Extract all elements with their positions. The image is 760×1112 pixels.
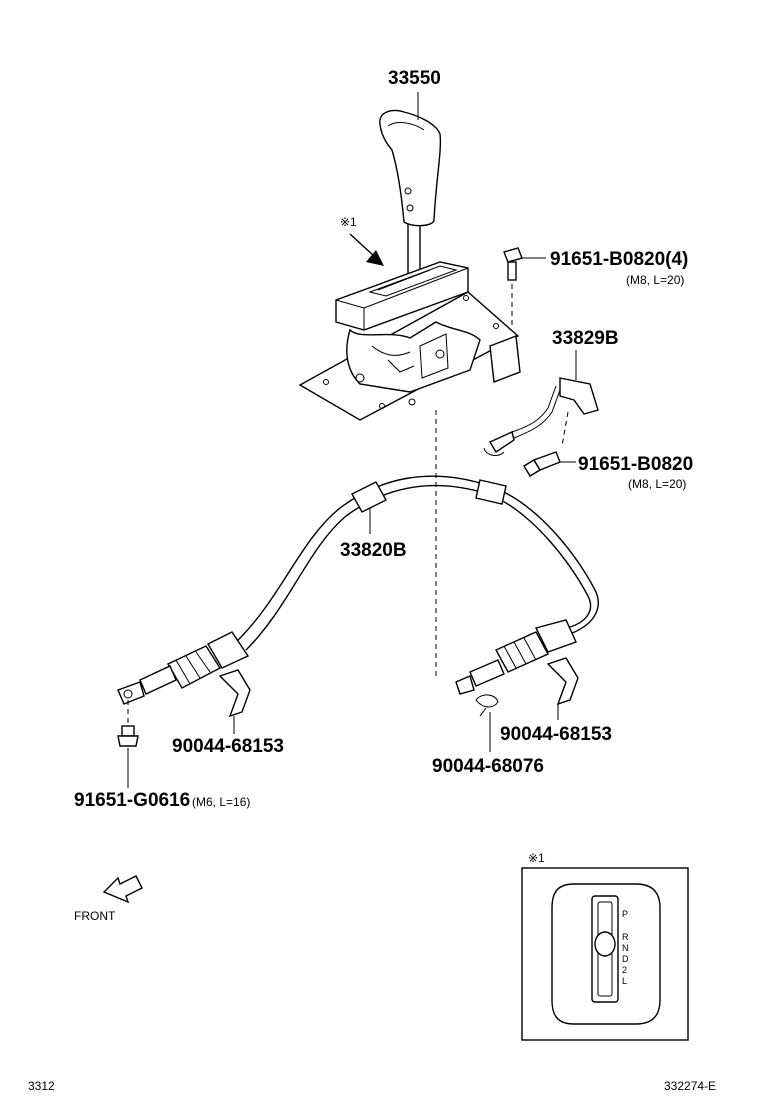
label-clip-small: 90044-68076 (432, 756, 544, 777)
label-cable: 33820B (340, 540, 407, 561)
clip-small (475, 694, 499, 752)
gate-letter-2: 2 (622, 965, 627, 975)
label-bracket: 33829B (552, 328, 619, 349)
inset-shift-gate: P R N D 2 L (521, 867, 689, 1041)
end-bolt (117, 700, 139, 788)
note-mark: ※1 (340, 215, 357, 229)
shift-lever-assembly (298, 261, 521, 421)
gate-letter-n: N (622, 943, 629, 953)
footer-left-code: 3312 (28, 1079, 55, 1093)
shift-lever-bolt (503, 247, 546, 326)
bracket (483, 350, 599, 456)
gate-letter-d: D (622, 954, 629, 964)
label-bracket-bolt-spec: (M8, L=20) (628, 477, 686, 491)
clip-left (218, 669, 251, 734)
front-arrow-icon (102, 875, 143, 904)
bracket-bolt (523, 451, 576, 477)
label-end-bolt: 91651-G0616 (74, 790, 190, 811)
label-shift-lever-bolt: 91651-B0820(4) (550, 249, 688, 270)
label-clip-right: 90044-68153 (500, 724, 612, 745)
note-arrow: ※1 (340, 215, 384, 266)
footer-right-code: 332274-E (664, 1079, 716, 1093)
label-bracket-bolt: 91651-B0820 (578, 454, 693, 475)
shift-knob (379, 109, 442, 227)
gate-letter-p: P (622, 909, 628, 919)
label-knob: 33550 (388, 68, 441, 89)
gate-letter-r: R (622, 932, 629, 942)
clip-right (546, 657, 579, 720)
label-clip-left: 90044-68153 (172, 736, 284, 757)
gate-letter-l: L (622, 976, 627, 986)
front-label: FRONT (74, 909, 116, 923)
label-shift-lever-bolt-spec: (M8, L=20) (626, 273, 684, 287)
label-end-bolt-spec: (M6, L=16) (192, 795, 250, 809)
inset-mark: ※1 (528, 851, 545, 865)
shift-cable (117, 475, 599, 705)
